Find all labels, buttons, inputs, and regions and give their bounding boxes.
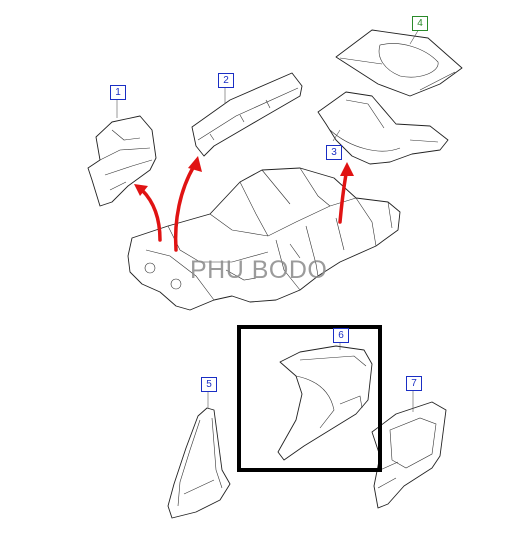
callout-3[interactable]: 3 <box>326 145 342 160</box>
part-1-wheelhouse-panel[interactable] <box>87 115 157 207</box>
callout-1[interactable]: 1 <box>110 85 126 100</box>
part-3-rear-floor-pan[interactable] <box>317 91 449 165</box>
callout-5[interactable]: 5 <box>201 377 217 392</box>
arrow-to-part-1 <box>134 184 162 242</box>
leader-4 <box>409 28 420 45</box>
arrow-to-part-2 <box>173 156 202 252</box>
callout-4[interactable]: 4 <box>412 16 428 31</box>
part-2-apron-reinforcement[interactable] <box>191 72 303 157</box>
watermark-text: PHU BODO <box>190 256 328 284</box>
part-7-side-outer-rear[interactable] <box>371 401 447 509</box>
car-body-shell <box>127 167 401 311</box>
leader-3 <box>332 129 341 142</box>
part-5-side-inner-pillar[interactable] <box>167 407 231 519</box>
part-4-rear-floor[interactable] <box>335 29 463 97</box>
part-6-quarter-panel[interactable] <box>277 345 373 461</box>
selected-part-highlight <box>237 325 382 472</box>
arrow-to-part-3 <box>338 162 354 224</box>
callout-7[interactable]: 7 <box>406 376 422 391</box>
callout-6[interactable]: 6 <box>333 328 349 343</box>
callout-2[interactable]: 2 <box>218 73 234 88</box>
